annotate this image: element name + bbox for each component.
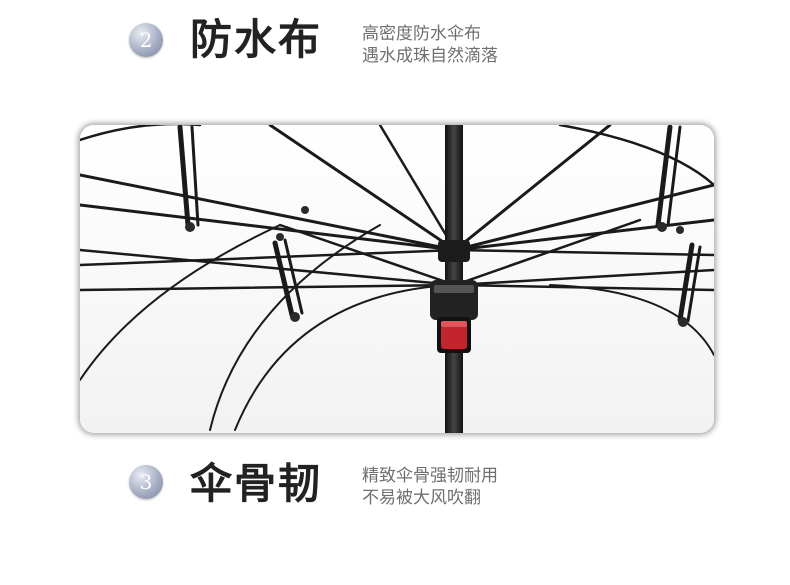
feature-description-line: 遇水成珠自然滴落 [362,46,498,66]
feature-description: 精致伞骨强韧耐用 不易被大风吹翻 [362,465,498,509]
feature-waterproof: 2 防水布 高密度防水伞布 遇水成珠自然滴落 [0,14,790,84]
feature-description: 高密度防水伞布 遇水成珠自然滴落 [362,23,498,67]
umbrella-frame-photo [80,125,714,433]
feature-number-badge: 3 [129,465,163,499]
feature-title: 防水布 [190,15,323,64]
feature-description-line: 精致伞骨强韧耐用 [362,466,498,486]
umbrella-frame-illustration [80,125,714,433]
feature-strong-ribs: 3 伞骨韧 精致伞骨强韧耐用 不易被大风吹翻 [0,453,790,523]
feature-description-line: 高密度防水伞布 [362,24,481,44]
feature-description-line: 不易被大风吹翻 [362,488,481,508]
feature-title: 伞骨韧 [190,459,323,508]
feature-number-badge: 2 [129,23,163,57]
